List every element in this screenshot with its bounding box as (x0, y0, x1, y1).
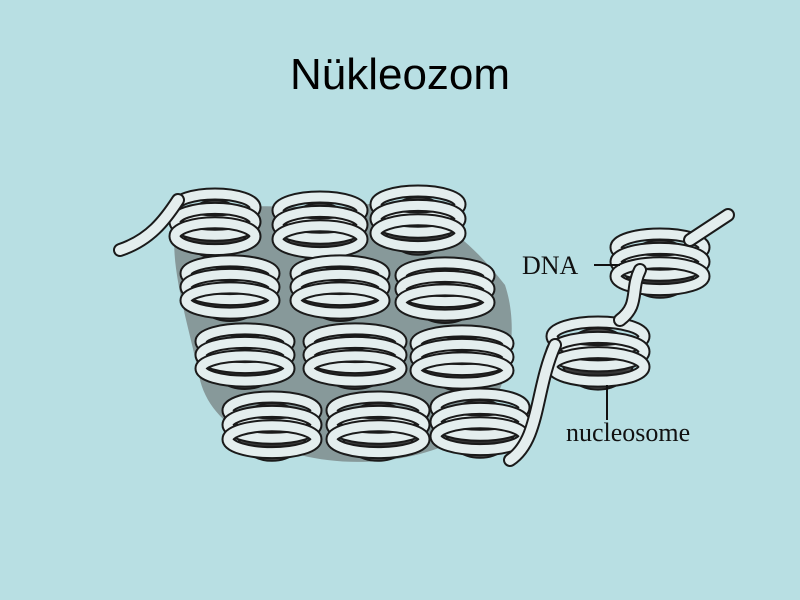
dna-coil-fill (196, 351, 294, 386)
nucleosome (545, 315, 651, 391)
dna-coil-fill (611, 243, 709, 280)
nucleosome-label: nucleosome (566, 418, 690, 447)
dna-coil-fill (170, 218, 260, 255)
dna-coil-fill (431, 403, 529, 440)
dna-label: DNA (522, 251, 579, 280)
nucleosome (429, 387, 531, 459)
nucleosome (179, 254, 281, 322)
nucleosome (194, 322, 296, 390)
dna-coil-fill (304, 337, 406, 373)
nucleosome (394, 256, 496, 324)
linker-dna-right-inner (505, 340, 560, 465)
dna-coil-fill (291, 283, 389, 318)
dna-coil-fill (170, 203, 260, 240)
dna-coil-fill (273, 206, 367, 243)
nucleosome (168, 187, 262, 259)
dna-coil-fill (611, 258, 709, 295)
dna-coil-fill (327, 421, 429, 458)
linker-dna-end-inner (685, 210, 733, 245)
nucleosome (221, 390, 323, 462)
dna-coil-fill (181, 269, 279, 305)
linker-dna-left-inner (115, 195, 183, 255)
dna-coil-fill (371, 215, 465, 252)
dna-coil-fill (196, 337, 294, 373)
dna-coil-fill (396, 285, 494, 320)
nucleosome (369, 184, 467, 256)
nucleosome (302, 322, 408, 390)
slide-title: Nükleozom (289, 50, 511, 99)
dna-coil-fill (181, 283, 279, 318)
dna-coil-fill (273, 221, 367, 258)
nucleosome (289, 254, 391, 322)
dna-coil-fill (304, 351, 406, 386)
nucleosome (325, 390, 431, 462)
nucleosome (271, 190, 369, 262)
dna-coil-fill (223, 406, 321, 443)
linker-dna-between-inner (615, 265, 645, 325)
dna-coil-fill (411, 339, 513, 375)
dna-coil-fill (396, 271, 494, 307)
dna-coil-fill (327, 406, 429, 443)
nucleosome (409, 324, 515, 392)
dna-coil-fill (223, 421, 321, 458)
dna-coil-fill (411, 353, 513, 388)
dna-coil-fill (291, 269, 389, 305)
dna-coil-fill (371, 200, 465, 237)
